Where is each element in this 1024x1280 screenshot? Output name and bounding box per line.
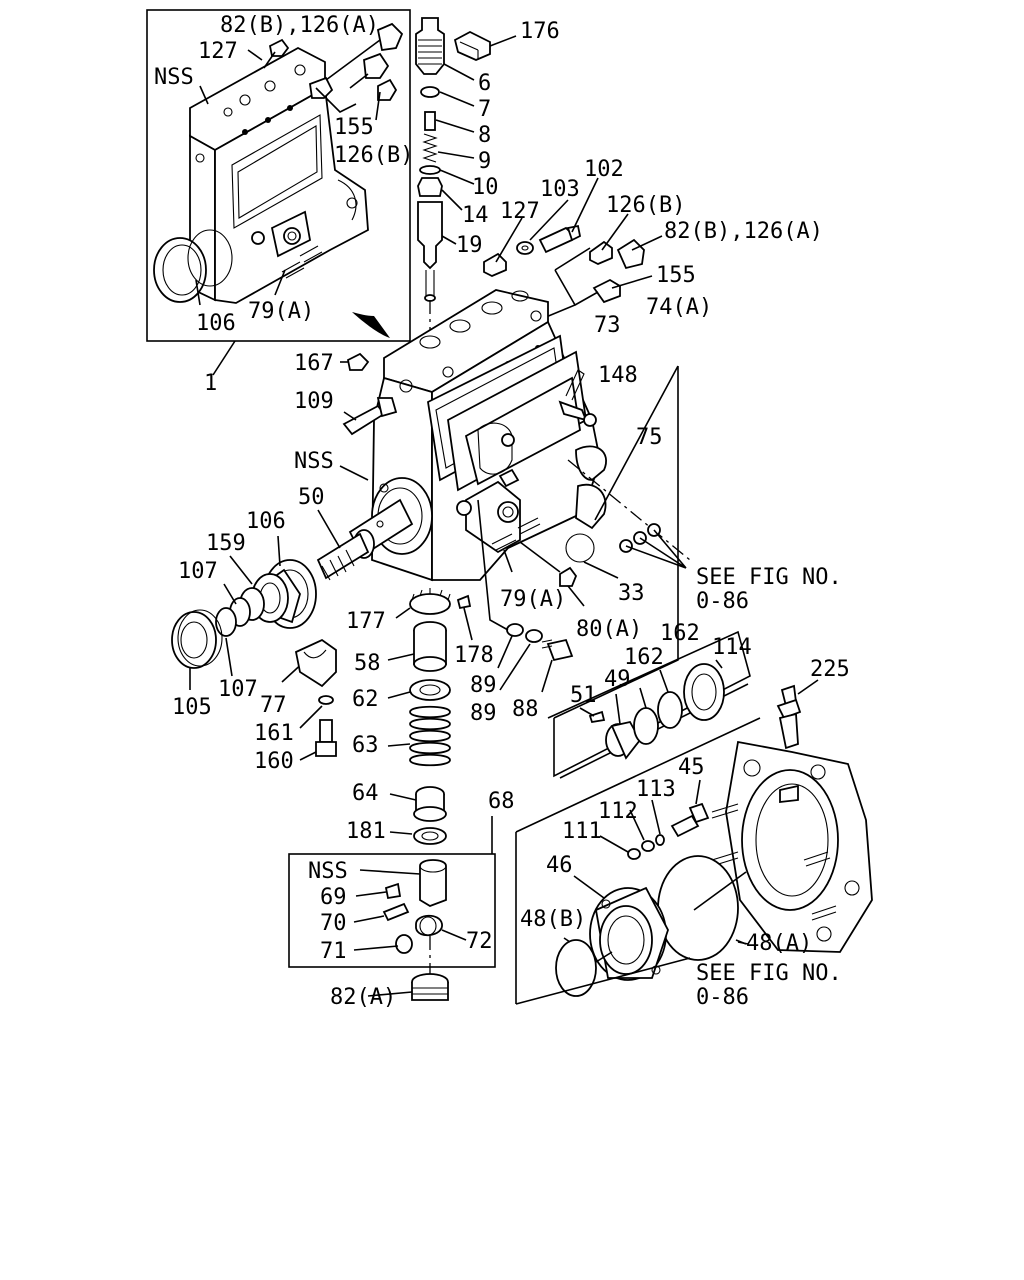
label-8: 8 [478,123,491,148]
label-113: 113 [636,777,676,802]
label-33: 33 [618,581,645,606]
label-178: 178 [454,643,494,668]
label-77: 77 [260,693,287,718]
label-see-fig-2a: SEE FIG NO. [696,961,842,986]
label-160: 160 [254,749,294,774]
label-62: 62 [352,687,379,712]
label-109: 109 [294,389,334,414]
label-19: 19 [456,233,483,258]
label-49: 49 [604,667,631,692]
label-82a: 82(A) [330,985,396,1010]
right-middle-parts [491,459,691,607]
main-pump-housing [316,289,607,582]
drive-end-bearings [171,509,341,690]
label-inset-79a: 79(A) [248,299,314,324]
label-105: 105 [172,695,212,720]
label-see-fig-1b: 0-86 [696,589,749,614]
label-68: 68 [488,789,515,814]
bearing-box [547,365,751,779]
label-50: 50 [298,485,325,510]
label-45: 45 [678,755,705,780]
label-126b: 126(B) [606,193,685,218]
inset-housing-view [146,9,411,376]
label-75: 75 [636,425,663,450]
label-107-a: 107 [178,559,218,584]
label-71: 71 [320,939,347,964]
label-assembly-1: 1 [204,371,217,396]
label-inset-82b-126a: 82(B),126(A) [220,13,379,38]
side-parts [339,352,398,481]
label-127: 127 [500,199,540,224]
label-inset-155: 155 [334,115,374,140]
label-69: 69 [320,885,347,910]
label-58: 58 [354,651,381,676]
label-162-b: 162 [624,645,664,670]
label-103: 103 [540,177,580,202]
label-112: 112 [598,799,638,824]
label-159: 159 [206,531,246,556]
label-106: 106 [246,509,286,534]
label-48a: 48(A) [746,931,812,956]
label-167: 167 [294,351,334,376]
label-74a: 74(A) [646,295,712,320]
label-7: 7 [478,97,491,122]
label-225: 225 [810,657,850,682]
label-89-a: 89 [470,673,497,698]
label-72: 72 [466,929,493,954]
governor-box [288,816,496,1001]
label-14: 14 [462,203,489,228]
bolt-washers [477,499,574,693]
label-107-b: 107 [218,677,258,702]
label-10: 10 [472,175,499,200]
label-gov-nss: NSS [308,859,348,884]
label-73: 73 [594,313,621,338]
label-64: 64 [352,781,379,806]
label-177: 177 [346,609,386,634]
clamp-parts [294,638,337,761]
label-48b: 48(B) [520,907,586,932]
governor-sleeve-stack [387,588,473,845]
label-51: 51 [570,683,597,708]
label-162-a: 162 [660,621,700,646]
label-102: 102 [584,157,624,182]
label-see-fig-2b: 0-86 [696,985,749,1010]
label-70: 70 [320,911,347,936]
label-9: 9 [478,149,491,174]
label-6: 6 [478,71,491,96]
label-46: 46 [546,853,573,878]
label-63: 63 [352,733,379,758]
label-111: 111 [562,819,602,844]
label-155: 155 [656,263,696,288]
direction-arrow [352,312,390,338]
label-89-b: 89 [470,701,497,726]
label-176: 176 [520,19,560,44]
label-inset-126b: 126(B) [334,143,413,168]
label-inset-nss: NSS [154,65,194,90]
label-148: 148 [598,363,638,388]
label-114: 114 [712,635,752,660]
label-181: 181 [346,819,386,844]
end-cover-assembly [515,679,873,1005]
label-79a: 79(A) [500,587,566,612]
top-right-fittings [483,177,663,323]
delivery-valve-stack [415,17,517,348]
label-inset-127: 127 [198,39,238,64]
part-labels: 82(B),126(A) 127 NSS 155 126(B) 106 79(A… [154,13,850,1010]
label-82b-126a: 82(B),126(A) [664,219,823,244]
label-inset-106: 106 [196,311,236,336]
label-80a: 80(A) [576,617,642,642]
label-88: 88 [512,697,539,722]
label-nss: NSS [294,449,334,474]
label-161: 161 [254,721,294,746]
label-see-fig-1a: SEE FIG NO. [696,565,842,590]
